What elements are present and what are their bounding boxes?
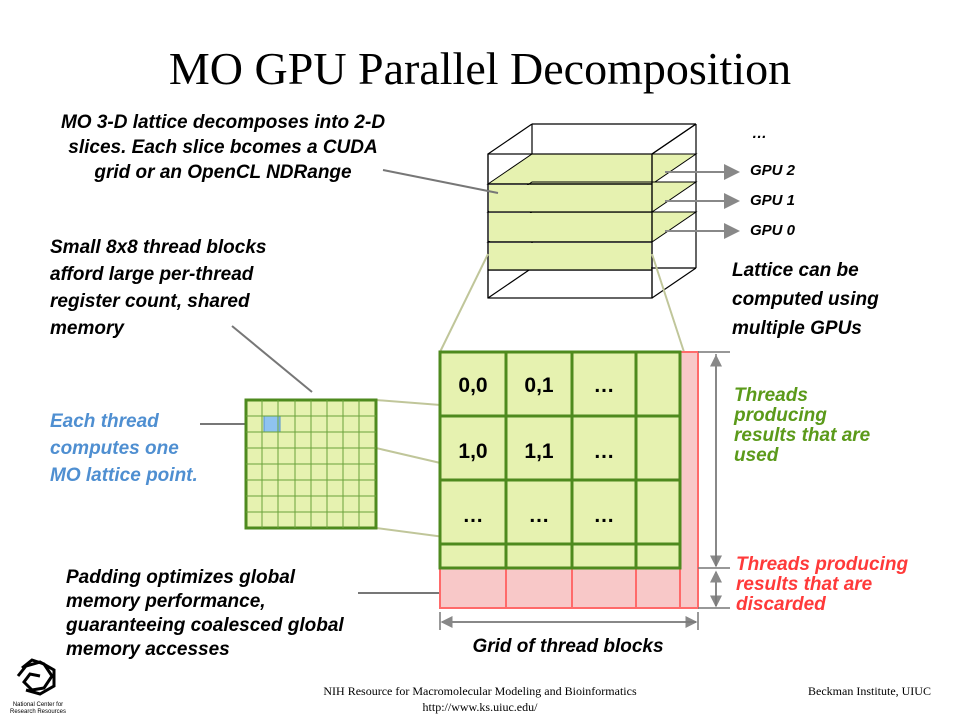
footer-resource-name: NIH Resource for Macromolecular Modeling… — [323, 684, 637, 698]
ncrr-logo-caption: National Center for — [13, 702, 63, 708]
gpu-1-label: GPU 1 — [750, 192, 796, 209]
footer-institute: Beckman Institute, UIUC — [808, 684, 931, 698]
page-title: MO GPU Parallel Decomposition — [168, 43, 792, 94]
grid-cell-label: … — [594, 440, 615, 463]
grid-cell-label: 0,1 — [524, 374, 554, 397]
gpu-arrows — [665, 164, 740, 239]
multi-gpu-note: Lattice can be computed using multiple G… — [732, 260, 879, 339]
used-region — [438, 350, 682, 570]
grid-cell-label: 0,0 — [458, 374, 487, 397]
gpu-0-label: GPU 0 — [750, 222, 796, 239]
each-thread-note: Each thread computes one MO lattice poin… — [50, 411, 198, 486]
grid-cell-label: … — [463, 504, 484, 527]
slice-top — [486, 153, 698, 185]
grid-cell-label: … — [594, 374, 615, 397]
block-note-pointer — [231, 325, 313, 393]
lattice-decomposition-note: MO 3-D lattice decomposes into 2-D slice… — [60, 112, 386, 183]
grid-cell-label: … — [594, 504, 615, 527]
thread-block-grid: 0,0 0,1 … 1,0 1,1 … … … … — [438, 350, 699, 609]
ncrr-logo-caption: Research Resources — [10, 709, 66, 715]
lattice-note-pointer — [382, 169, 499, 194]
grid-cell-label: 1,0 — [458, 440, 487, 463]
grid-cell-label: 1,1 — [524, 440, 554, 463]
thread-block — [244, 398, 378, 530]
footer-url: http://www.ks.uiuc.edu/ — [422, 700, 538, 714]
dimension-brackets — [439, 351, 730, 630]
thread-block-size-note: Small 8x8 thread blocks afford large per… — [50, 237, 267, 339]
ncrr-logo — [16, 658, 56, 696]
threads-used-note: Threads producing results that are used — [734, 385, 871, 466]
grid-cell-label: … — [529, 504, 550, 527]
gpu-ellipsis-label: … — [752, 125, 767, 142]
padding-note: Padding optimizes global memory performa… — [66, 567, 344, 660]
grid-of-thread-blocks-label: Grid of thread blocks — [472, 636, 664, 657]
gpu-2-label: GPU 2 — [750, 162, 796, 179]
threads-discarded-note: Threads producing results that are disca… — [736, 554, 909, 615]
